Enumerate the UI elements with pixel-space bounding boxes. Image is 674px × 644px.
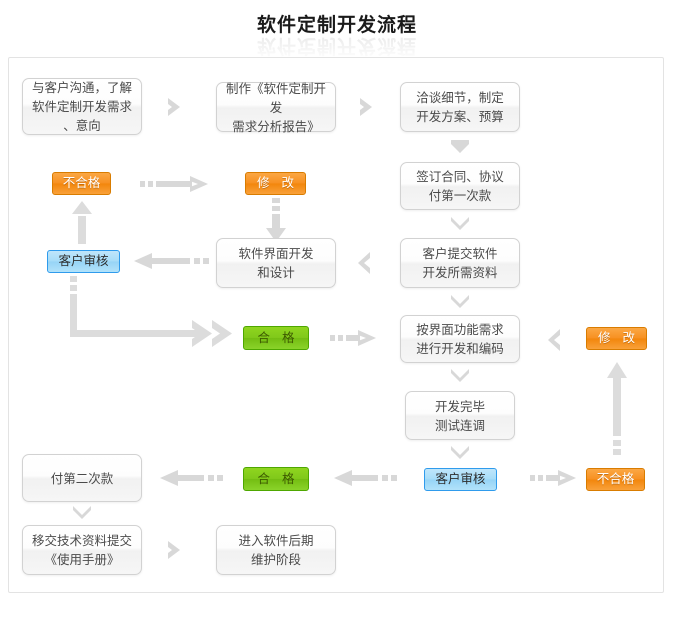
node-sign-contract-first-payment[interactable]: 签订合同、协议 付第一次款 bbox=[400, 162, 520, 210]
dashed-down-arrow-icon bbox=[266, 198, 286, 244]
node-requirements-report[interactable]: 制作《软件定制开发 需求分析报告》 bbox=[216, 80, 336, 134]
node-development-complete-testing[interactable]: 开发完毕 测试连调 bbox=[405, 391, 515, 440]
chevron-down-icon bbox=[448, 214, 472, 236]
badge-pass-mid[interactable]: 合 格 bbox=[243, 326, 309, 350]
node-negotiate-plan-budget[interactable]: 洽谈细节，制定 开发方案、预算 bbox=[400, 82, 520, 132]
node-line: 签订合同、协议 bbox=[416, 169, 504, 184]
badge-fail-top[interactable]: 不合格 bbox=[52, 172, 111, 195]
node-line: 付第二次款 bbox=[50, 470, 114, 486]
node-line: 维护阶段 bbox=[250, 552, 301, 567]
node-line: 测试连调 bbox=[434, 417, 485, 433]
node-line: 付第一次款 bbox=[428, 188, 492, 203]
chevron-right-icon bbox=[164, 95, 188, 119]
chevron-down-icon bbox=[448, 366, 472, 388]
node-maintenance-phase[interactable]: 进入软件后期 维护阶段 bbox=[216, 525, 336, 575]
chevron-right-icon bbox=[356, 95, 380, 119]
node-line: 开发所需资料 bbox=[422, 265, 498, 280]
chevron-down-icon bbox=[448, 137, 472, 159]
page-title: 软件定制开发流程 bbox=[256, 14, 417, 36]
node-line: 洽谈细节，制定 bbox=[416, 90, 504, 105]
elbow-right-arrow-icon bbox=[70, 276, 250, 348]
badge-pass-bottom[interactable]: 合 格 bbox=[243, 467, 309, 491]
badge-modify-top[interactable]: 修 改 bbox=[245, 172, 306, 195]
node-customer-submit-materials[interactable]: 客户提交软件 开发所需资料 bbox=[400, 238, 520, 288]
node-line: 开发完毕 bbox=[434, 398, 485, 414]
chevron-down-icon bbox=[448, 292, 472, 314]
dashed-left-arrow-icon bbox=[160, 470, 224, 486]
badge-customer-review-bottom[interactable]: 客户审核 bbox=[424, 468, 497, 491]
chevron-right-icon bbox=[164, 538, 188, 562]
solid-up-arrow-icon bbox=[72, 198, 92, 244]
flowchart-frame bbox=[8, 57, 664, 593]
badge-modify-right[interactable]: 修 改 bbox=[586, 327, 647, 350]
node-line: 进行开发和编码 bbox=[416, 341, 504, 356]
node-handover-technical-docs[interactable]: 移交技术资料提交 《使用手册》 bbox=[22, 525, 142, 575]
node-second-payment[interactable]: 付第二次款 bbox=[22, 454, 142, 502]
node-line: 软件界面开发 bbox=[238, 246, 314, 261]
node-line: 与客户沟通，了解 bbox=[31, 80, 132, 95]
node-line: 进入软件后期 bbox=[238, 533, 314, 548]
node-line: 需求分析报告》 bbox=[232, 118, 320, 134]
chevron-down-icon bbox=[70, 503, 94, 525]
dashed-right-arrow-icon bbox=[330, 330, 386, 346]
node-line: 制作《软件定制开发 bbox=[225, 80, 326, 115]
chevron-down-icon bbox=[448, 443, 472, 465]
node-develop-and-code[interactable]: 按界面功能需求 进行开发和编码 bbox=[400, 315, 520, 363]
node-communicate-requirements[interactable]: 与客户沟通，了解 软件定制开发需求 、意向 bbox=[22, 78, 142, 135]
chevron-left-icon bbox=[542, 327, 566, 353]
dashed-left-arrow-icon bbox=[134, 253, 210, 269]
dashed-up-arrow-icon bbox=[607, 360, 627, 462]
node-ui-design[interactable]: 软件界面开发 和设计 bbox=[216, 238, 336, 288]
badge-customer-review-left[interactable]: 客户审核 bbox=[47, 250, 120, 273]
node-line: 客户提交软件 bbox=[422, 246, 498, 261]
node-line: 开发方案、预算 bbox=[416, 109, 504, 124]
node-line: 和设计 bbox=[257, 265, 295, 280]
node-line: 按界面功能需求 bbox=[416, 322, 504, 337]
badge-fail-bottom[interactable]: 不合格 bbox=[586, 468, 645, 491]
dashed-right-arrow-icon bbox=[140, 176, 216, 192]
node-line: 移交技术资料提交 bbox=[31, 533, 132, 548]
node-line: 软件定制开发需求 bbox=[31, 99, 132, 114]
node-line: 、意向 bbox=[63, 118, 101, 133]
chevron-left-icon bbox=[352, 250, 376, 276]
dashed-left-arrow-icon bbox=[334, 470, 398, 486]
node-line: 《使用手册》 bbox=[44, 552, 120, 567]
dashed-right-arrow-icon bbox=[530, 470, 586, 486]
